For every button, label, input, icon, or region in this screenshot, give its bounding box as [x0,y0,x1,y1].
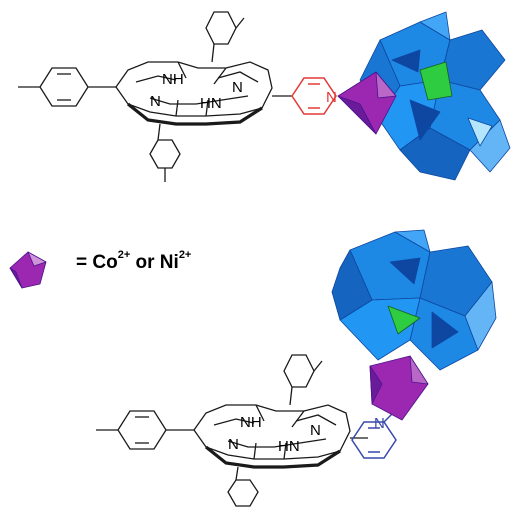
bottom-hn-label: HN [278,438,300,455]
top-porphyrin [18,11,292,182]
bottom-n-label-right: N [310,422,321,439]
bottom-atom-labels: NH N N HN N [228,414,385,455]
top-n-label-right: N [232,79,243,96]
legend-connector: or Ni [130,252,179,273]
metal-legend-label: = Co2+ or Ni2+ [76,249,192,274]
top-nh-label: NH [162,71,184,88]
bottom-n-label-left: N [228,436,239,453]
bottom-pyridine-n-label: N [374,415,385,432]
top-atom-labels: NH N N HN N [150,71,337,112]
top-pyridine-n-label: N [326,89,337,106]
top-central-green [419,61,453,101]
bottom-central-green [387,305,421,335]
bottom-upper-tolyl-ring [283,354,315,388]
bottom-porphyrin [96,354,368,507]
metal-polyhedron-icon [9,251,47,289]
top-n-label-left: N [150,93,161,110]
bottom-metal-node [369,355,429,421]
top-hn-label: HN [200,95,222,112]
bottom-lower-tolyl-ring [227,479,259,507]
top-metal-node [337,71,397,135]
bottom-polyoxometalate-cluster [331,229,497,371]
legend-prefix: = Co [76,252,118,273]
legend-charge-co: 2+ [117,249,131,261]
top-upper-tolyl-ring [205,11,237,45]
top-pyridine [291,77,337,115]
top-lower-tolyl-ring [149,139,181,169]
top-polyoxometalate-cluster [359,11,511,181]
bottom-nh-label: NH [240,414,262,431]
legend-charge-ni: 2+ [178,249,192,261]
